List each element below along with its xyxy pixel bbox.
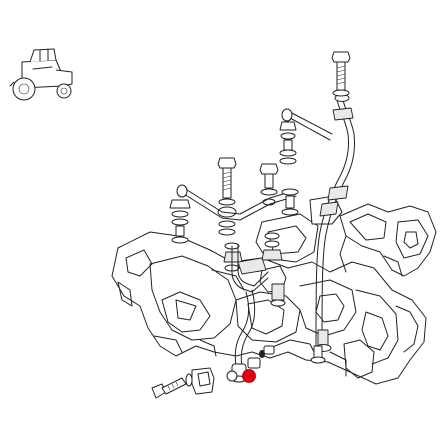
pipe-crossover-upper [279, 108, 333, 165]
bolt-mid-left [217, 157, 237, 236]
bolt-top [331, 51, 351, 97]
upper-bracket [339, 203, 437, 277]
pipe-crossover-lower [169, 184, 297, 244]
bolt-lower-left [151, 367, 238, 399]
bolt-vertical-right [310, 345, 326, 364]
axle-housing [111, 231, 427, 385]
hydraulic-pipe-upper [314, 94, 355, 352]
highlighted-part-marker[interactable] [242, 369, 256, 383]
tractor-icon [9, 48, 73, 101]
banjo-fitting-lower [247, 345, 275, 369]
